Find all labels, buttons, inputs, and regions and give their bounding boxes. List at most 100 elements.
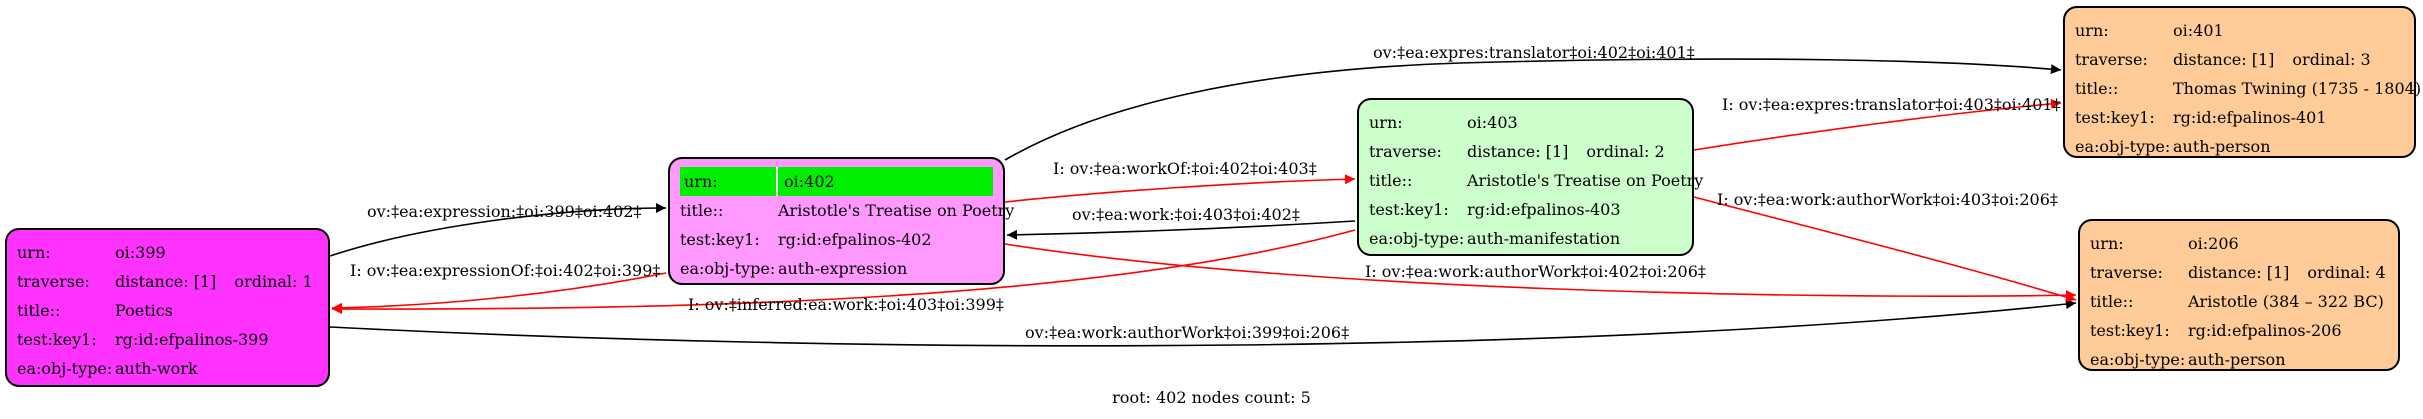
node-field-row: traverse: distance: [1]ordinal: 1 [17, 267, 318, 296]
field-key: urn: [17, 243, 51, 262]
node-field-row: title::Aristotle's Treatise on Poetry [1369, 166, 1703, 195]
node-field-row: test:key1:rg:id:efpalinos-399 [17, 325, 318, 354]
edge-line-e3 [329, 299, 2077, 347]
field-key: title:: [2075, 79, 2119, 98]
node-field-row: traverse:distance: [1]ordinal: 3 [2075, 45, 2404, 74]
field-key: traverse: [17, 272, 90, 291]
field-key: ea:obj-type: [17, 359, 113, 378]
edge-label-e6: ov:‡ea:work:‡oi:403‡oi:402‡ [1072, 205, 1300, 224]
graph-node-399[interactable]: urn: oi:399 traverse: distance: [1]ordinal:… [5, 228, 330, 387]
field-key: urn: [2090, 234, 2124, 253]
node-field-row: ea:obj-type:auth-work [17, 354, 318, 383]
node-field-row: title::Poetics [17, 296, 318, 325]
field-value: rg:id:efpalinos-403 [1467, 200, 1682, 219]
field-value-text: auth-manifestation [1467, 229, 1621, 248]
node-field-row: ea:obj-type:auth-expression [680, 254, 993, 283]
field-value-text: rg:id:efpalinos-401 [2173, 108, 2327, 127]
field-value-text: Aristotle (384 – 322 BC) [2188, 292, 2384, 311]
graph-node-206[interactable]: urn: oi:206 traverse: distance: [1] ordinal:… [2078, 219, 2400, 371]
node-field-row: title::Aristotle's Treatise on Poetry [680, 196, 1014, 225]
field-value-text: oi:403 [1467, 113, 1518, 132]
node-field-row: test:key1: rg:id:efpalinos-401 [2075, 103, 2404, 132]
field-value: oi:399 [115, 243, 318, 262]
field-value: auth-person [2188, 350, 2388, 369]
field-value: auth-person [2173, 137, 2404, 156]
field-value-text: auth-expression [778, 259, 908, 278]
field-key: test:key1: [2075, 108, 2155, 127]
field-value-text: oi:399 [115, 243, 166, 262]
field-key: traverse: [1369, 142, 1442, 161]
field-value: distance: [1] ordinal: 3 [2173, 50, 2404, 69]
edge-label-e3: ov:‡ea:work:authorWork‡oi:399‡oi:206‡ [1025, 323, 1349, 342]
field-key: test:key1: [2090, 321, 2170, 340]
field-value: Aristotle (384 – 322 BC) [2188, 292, 2388, 311]
node-field-row: ea:obj-type:auth-manifestation [1369, 224, 1682, 253]
field-value-text: auth-work [115, 359, 198, 378]
edge-label-e5: I: ov:‡ea:workOf:‡oi:402‡oi:403‡ [1053, 159, 1317, 178]
field-value-text: distance: [1] [1467, 142, 1569, 161]
field-value-text: Poetics [115, 301, 173, 320]
field-value: oi:401 [2173, 21, 2404, 40]
field-key: ea:obj-type: [2075, 137, 2171, 156]
node-field-row: title::Thomas Twining (1735 - 1804) [2075, 74, 2421, 103]
field-value-ordinal: ordinal: 2 [1586, 142, 1665, 161]
edge-line-e5 [1004, 174, 1356, 203]
edge-label-e10: I: ov:‡ea:work:authorWork‡oi:403‡oi:206‡ [1717, 190, 2058, 209]
field-key: urn: [680, 167, 778, 196]
field-value: distance: [1] ordinal: 4 [2188, 263, 2388, 282]
edge-line-e9 [1693, 98, 2062, 151]
field-key: ea:obj-type: [680, 259, 776, 278]
field-key: test:key1: [1369, 200, 1449, 219]
graph-footer: root: 402 nodes count: 5 [1112, 388, 1311, 407]
field-value-text: distance: [1] [115, 272, 217, 291]
field-key: test:key1: [680, 230, 760, 249]
field-value-text: rg:id:efpalinos-403 [1467, 200, 1621, 219]
edge-line-e6 [1006, 220, 1356, 240]
node-field-row: traverse: distance: [1] ordinal: 2 [1369, 137, 1682, 166]
field-value-text: Aristotle's Treatise on Poetry [1467, 171, 1704, 190]
node-field-row: ea:obj-type:auth-person [2090, 345, 2388, 374]
field-key: test:key1: [17, 330, 97, 349]
field-value: oi:402 [778, 167, 993, 196]
field-value: rg:id:efpalinos-402 [778, 230, 993, 249]
field-value: Aristotle's Treatise on Poetry [778, 201, 1014, 220]
field-key: title:: [17, 301, 61, 320]
field-value-text: distance: [1] [2188, 263, 2290, 282]
node-field-row: ea:obj-type:auth-person [2075, 132, 2404, 161]
field-value-ordinal: ordinal: 3 [2292, 50, 2371, 69]
node-field-row: urn:oi:401 [2075, 16, 2404, 45]
field-value: distance: [1] ordinal: 2 [1467, 142, 1682, 161]
edge-line-e4 [1004, 58, 2062, 161]
node-field-row: test:key1: rg:id:efpalinos-206 [2090, 316, 2388, 345]
edge-label-e1: ov:‡ea:expression:‡oi:399‡oi:402‡ [367, 202, 642, 221]
edge-label-e8: I: ov:‡inferred:ea:work:‡oi:403‡oi:399‡ [688, 295, 1004, 314]
edge-label-e4: ov:‡ea:expres:translator‡oi:402‡oi:401‡ [1373, 43, 1695, 62]
field-value: Poetics [115, 301, 318, 320]
graph-node-403[interactable]: urn:oi:403 traverse: distance: [1] ordinal:… [1357, 98, 1703, 256]
field-value-text: oi:402 [784, 172, 835, 191]
field-value: oi:403 [1467, 113, 1682, 132]
field-value-text: Thomas Twining (1735 - 1804) [2173, 79, 2422, 98]
field-value-text: distance: [1] [2173, 50, 2275, 69]
field-value-text: rg:id:efpalinos-402 [778, 230, 932, 249]
field-value-text: rg:id:efpalinos-206 [2188, 321, 2342, 340]
field-value: rg:id:efpalinos-401 [2173, 108, 2404, 127]
field-value: distance: [1]ordinal: 1 [115, 272, 318, 291]
edge-line-e8 [331, 229, 1356, 315]
field-key: title:: [2090, 292, 2134, 311]
node-field-row: urn: oi:399 [17, 238, 318, 267]
field-value: oi:206 [2188, 234, 2388, 253]
field-value: rg:id:efpalinos-206 [2188, 321, 2388, 340]
field-value-text: auth-person [2173, 137, 2271, 156]
node-field-row: urn:oi:403 [1369, 108, 1682, 137]
field-key: title:: [1369, 171, 1413, 190]
field-value-text: oi:206 [2188, 234, 2239, 253]
field-key: traverse: [2090, 263, 2163, 282]
field-value-ordinal: ordinal: 4 [2307, 263, 2386, 282]
edge-line-e10 [1693, 196, 2077, 302]
field-key: title:: [680, 201, 724, 220]
field-key: ea:obj-type: [1369, 229, 1465, 248]
